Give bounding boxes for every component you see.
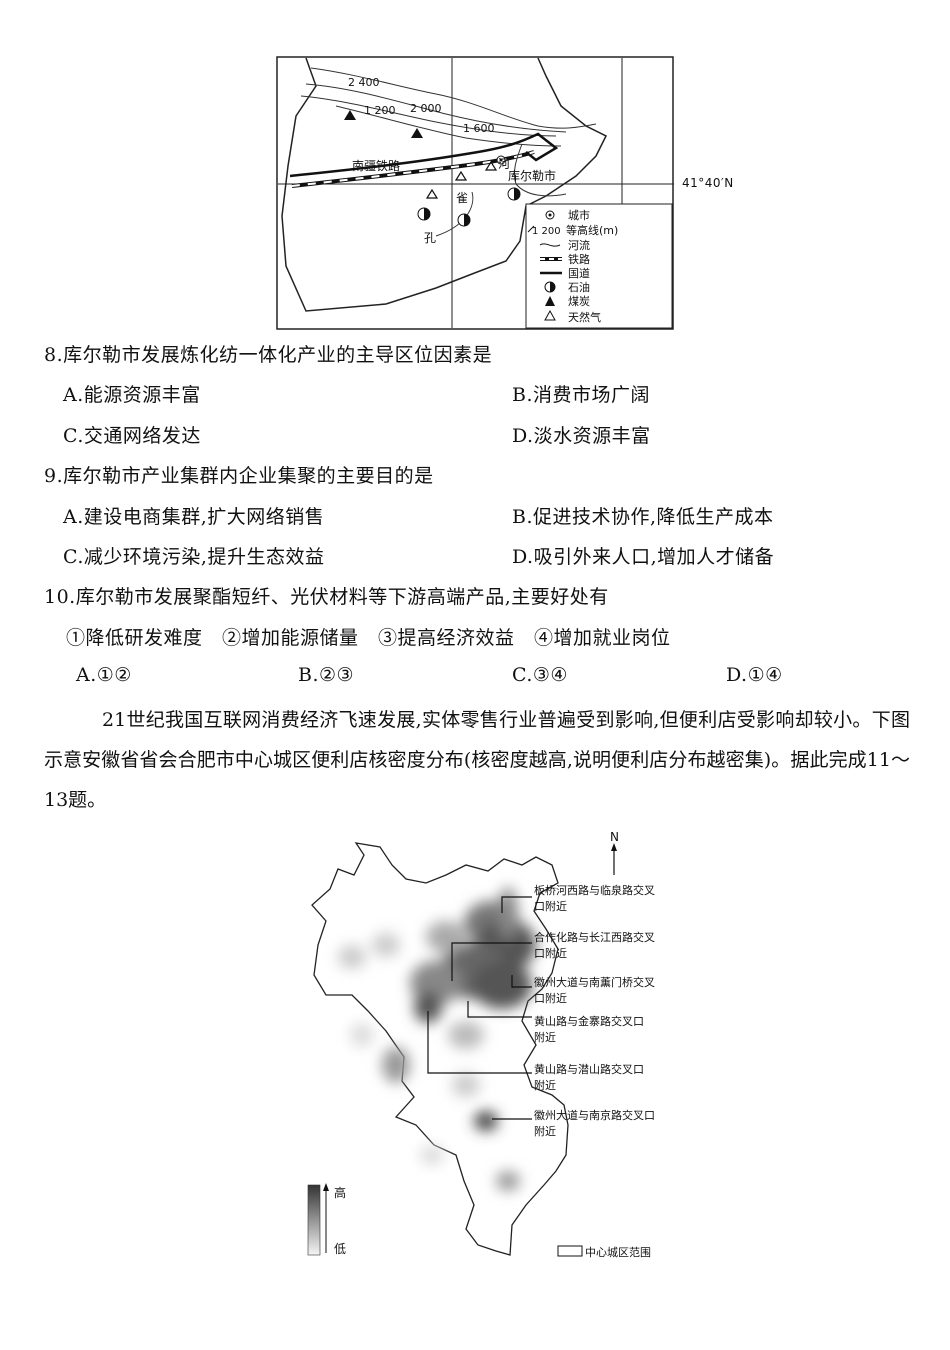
svg-text:河流: 河流 — [568, 238, 590, 252]
question-9-option-d[interactable]: D.吸引外来人口,增加人才储备 — [512, 546, 775, 568]
river-icon — [539, 243, 561, 247]
callout-2: 合作化路与长江西路交叉口附近 — [534, 931, 655, 960]
latitude-label: 41°40′N — [682, 176, 734, 190]
contour-line — [300, 95, 557, 137]
boundary-legend-icon — [557, 1245, 583, 1257]
svg-text:1 200: 1 200 — [532, 226, 561, 237]
question-9-option-a[interactable]: A.建设电商集群,扩大网络销售 — [63, 506, 325, 528]
contour-icon — [527, 225, 535, 233]
question-10-stem: 10.库尔勒市发展聚酯短纤、光伏材料等下游高端产品,主要好处有 — [44, 586, 609, 608]
contour-label: 2 400 — [348, 76, 380, 89]
question-10-option-a[interactable]: A.①② — [76, 664, 132, 686]
question-9-option-b[interactable]: B.促进技术协作,降低生产成本 — [512, 506, 774, 528]
question-9-stem: 9.库尔勒市产业集群内企业集聚的主要目的是 — [44, 465, 434, 487]
lake-label: 雀 — [456, 191, 468, 205]
contour-line — [305, 83, 567, 133]
svg-text:煤炭: 煤炭 — [568, 295, 590, 308]
oil-icon — [457, 213, 471, 227]
coal-icon — [411, 128, 423, 138]
contour-label: 1 600 — [463, 122, 495, 135]
north-label: N — [610, 830, 619, 844]
question-9-option-c[interactable]: C.减少环境污染,提升生态效益 — [63, 546, 325, 568]
callout-1: 板桥河西路与临泉路交叉口附近 — [534, 884, 655, 913]
scale-low-label: 低 — [334, 1242, 346, 1256]
density-scale — [307, 1184, 321, 1256]
highway-line — [289, 132, 559, 178]
railway-label: 南疆铁路 — [352, 158, 400, 173]
coal-icon — [344, 110, 356, 120]
question-8-option-b[interactable]: B.消费市场广阔 — [512, 384, 651, 406]
density-blobs — [338, 887, 536, 1191]
question-10-option-b[interactable]: B.②③ — [298, 664, 355, 686]
svg-text:国道: 国道 — [568, 266, 590, 280]
svg-text:等高线(m): 等高线(m) — [566, 223, 618, 237]
contour-line — [310, 67, 597, 129]
city-label: 库尔勒市 — [508, 168, 556, 183]
svg-text:天然气: 天然气 — [568, 310, 601, 324]
question-10-items: ①降低研发难度 ②增加能源储量 ③提高经济效益 ④增加就业岗位 — [66, 627, 671, 649]
river-label: 河 — [498, 157, 510, 171]
city-icon — [496, 155, 506, 165]
oil-icon — [544, 281, 556, 293]
question-10-option-c[interactable]: C.③④ — [512, 664, 568, 686]
gas-icon — [484, 160, 498, 171]
hefei-density-map: N 高 低 中心城区范围 — [296, 825, 666, 1267]
callout-lines — [427, 896, 532, 1120]
question-8-stem: 8.库尔勒市发展炼化纺一体化产业的主导区位因素是 — [44, 344, 493, 366]
contour-label: 2 000 — [410, 102, 442, 115]
contour-label: 1 200 — [364, 104, 396, 117]
oil-icon — [507, 187, 521, 201]
question-8-option-d[interactable]: D.淡水资源丰富 — [512, 425, 651, 447]
gas-icon — [454, 170, 468, 181]
callout-6: 徽州大道与南京路交叉口附近 — [534, 1109, 655, 1138]
callout-3: 徽州大道与南薰门桥交叉口附近 — [534, 976, 655, 1005]
map-legend — [525, 203, 673, 329]
gas-icon — [425, 188, 439, 199]
question-10-option-d[interactable]: D.①④ — [726, 664, 783, 686]
oil-icon — [417, 207, 431, 221]
lake-label: 孔 — [424, 231, 436, 245]
contour-line — [335, 105, 562, 147]
callout-4: 黄山路与金寨路交叉口附近 — [534, 1015, 644, 1044]
question-8-option-a[interactable]: A.能源资源丰富 — [63, 384, 201, 406]
svg-text:铁路: 铁路 — [568, 253, 590, 266]
scale-high-label: 高 — [334, 1185, 346, 1200]
svg-text:城市: 城市 — [568, 208, 590, 222]
svg-text:石油: 石油 — [568, 280, 590, 294]
river-line — [513, 143, 567, 197]
callout-5: 黄山路与潜山路交叉口附近 — [534, 1063, 644, 1092]
city-icon — [545, 210, 555, 220]
boundary-legend-label: 中心城区范围 — [585, 1245, 651, 1259]
coal-icon — [545, 296, 555, 306]
intro-paragraph: 21世纪我国互联网消费经济飞速发展,实体零售行业普遍受到影响,但便利店受影响却较… — [44, 709, 910, 811]
question-8-option-c[interactable]: C.交通网络发达 — [63, 425, 201, 447]
gas-icon — [544, 309, 556, 321]
korla-map: 2 400 2 000 1 200 1 600 南疆铁路 河 库尔勒市 雀 孔 … — [276, 56, 674, 330]
